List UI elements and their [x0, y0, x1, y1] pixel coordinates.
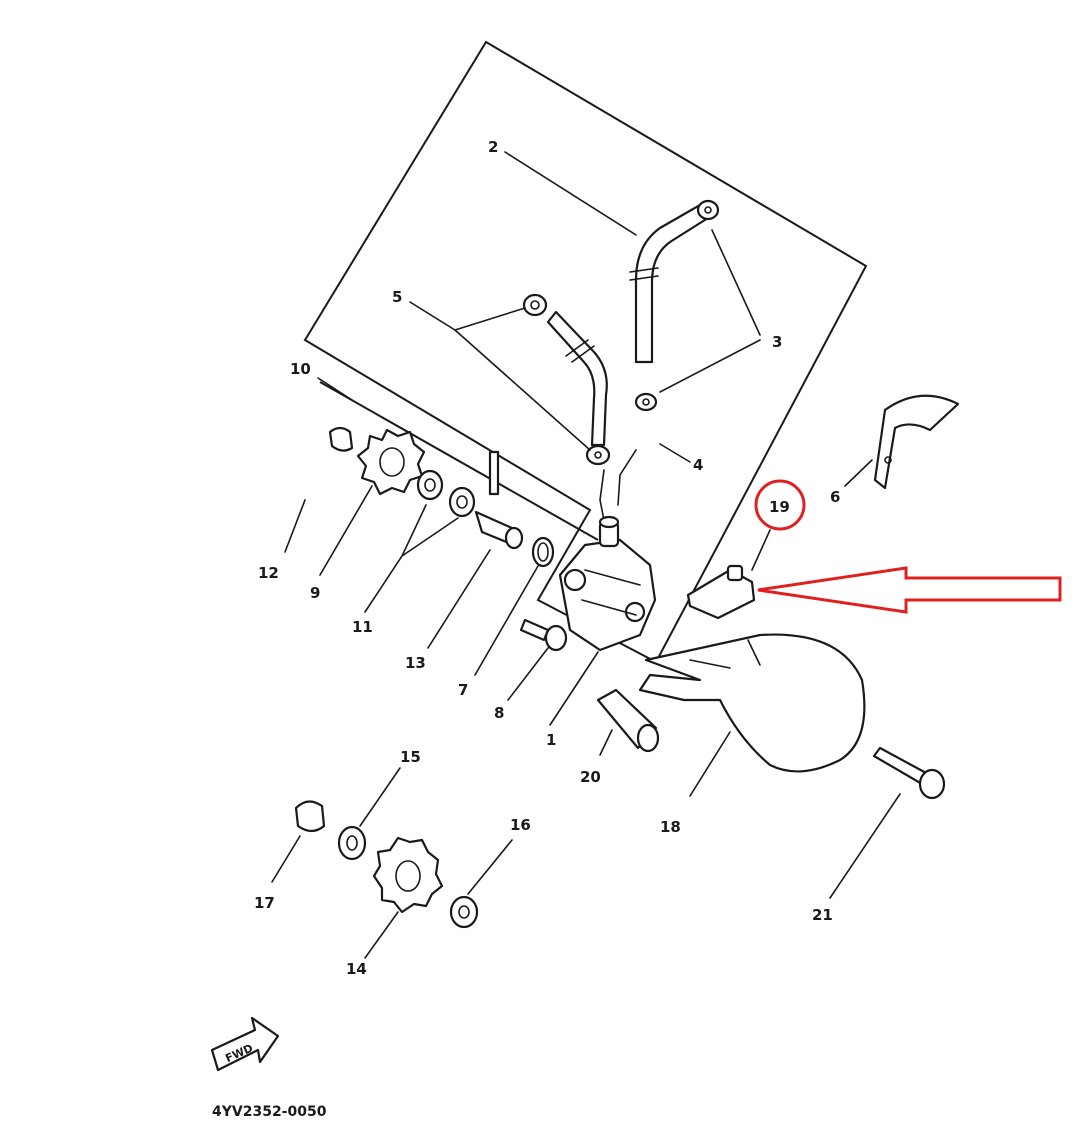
washer-15: [337, 825, 367, 861]
oil-delivery-hose-lower: [546, 310, 608, 447]
callout-6: 6: [830, 488, 840, 506]
hose-clip-bottom: [585, 444, 611, 466]
hose-clip-lower: [634, 392, 658, 412]
washer-16: [449, 895, 479, 929]
pump-cover-bracket: [686, 564, 756, 620]
callout-18: 18: [660, 818, 681, 836]
oil-line-group-box: [303, 40, 868, 664]
pump-drive-gear: [356, 428, 426, 496]
callout-15: 15: [400, 748, 421, 766]
o-ring: [531, 536, 555, 568]
drawing-code: 4YV2352-0050: [212, 1104, 327, 1120]
callout-3: 3: [772, 333, 782, 351]
washer-1: [416, 469, 444, 501]
callout-labels: 1 2 3 4 5 6 7 8 9 10 11 12 13 14 15 16 1…: [254, 138, 840, 978]
callout-14: 14: [346, 960, 367, 978]
callout-10: 10: [290, 360, 311, 378]
callout-4: 4: [693, 456, 703, 474]
circlip-17: [294, 800, 326, 833]
pump-group-bracket: [319, 381, 599, 541]
cover-mounting-bolt: [872, 746, 946, 800]
idle-gear: [372, 836, 444, 914]
leader-lines: [271, 151, 901, 959]
oil-pump-assembly: [558, 515, 657, 652]
hose-clip-upper: [696, 199, 720, 221]
forward-direction-arrow: FWD: [210, 1016, 280, 1072]
callout-20: 20: [580, 768, 601, 786]
oil-pipe-link-2: [599, 469, 605, 521]
callout-8: 8: [494, 704, 504, 722]
callout-11: 11: [352, 618, 373, 636]
callout-1: 1: [546, 731, 556, 749]
dowel-pin: [488, 450, 500, 496]
callout-16: 16: [510, 816, 531, 834]
callout-21: 21: [812, 906, 833, 924]
oil-pipe-link: [617, 449, 637, 506]
oil-pump-cover: [638, 633, 866, 773]
highlight-arrow: [757, 566, 1062, 614]
highlight-circle: [754, 479, 806, 531]
callout-7: 7: [458, 681, 468, 699]
callout-9: 9: [310, 584, 320, 602]
washer-2: [448, 486, 476, 518]
pump-drive-shaft: [474, 510, 524, 550]
callout-5: 5: [392, 288, 402, 306]
pump-cover-clip: [873, 394, 960, 490]
gear-circlip: [328, 426, 354, 452]
callout-2: 2: [488, 138, 498, 156]
spacer-collar: [596, 688, 660, 753]
hose-clip-top: [522, 293, 548, 317]
callout-19: 19: [769, 498, 790, 516]
callout-12: 12: [258, 564, 279, 582]
callout-17: 17: [254, 894, 275, 912]
oil-delivery-hose-upper: [629, 203, 710, 364]
callout-13: 13: [405, 654, 426, 672]
pump-mounting-bolt: [519, 618, 568, 652]
